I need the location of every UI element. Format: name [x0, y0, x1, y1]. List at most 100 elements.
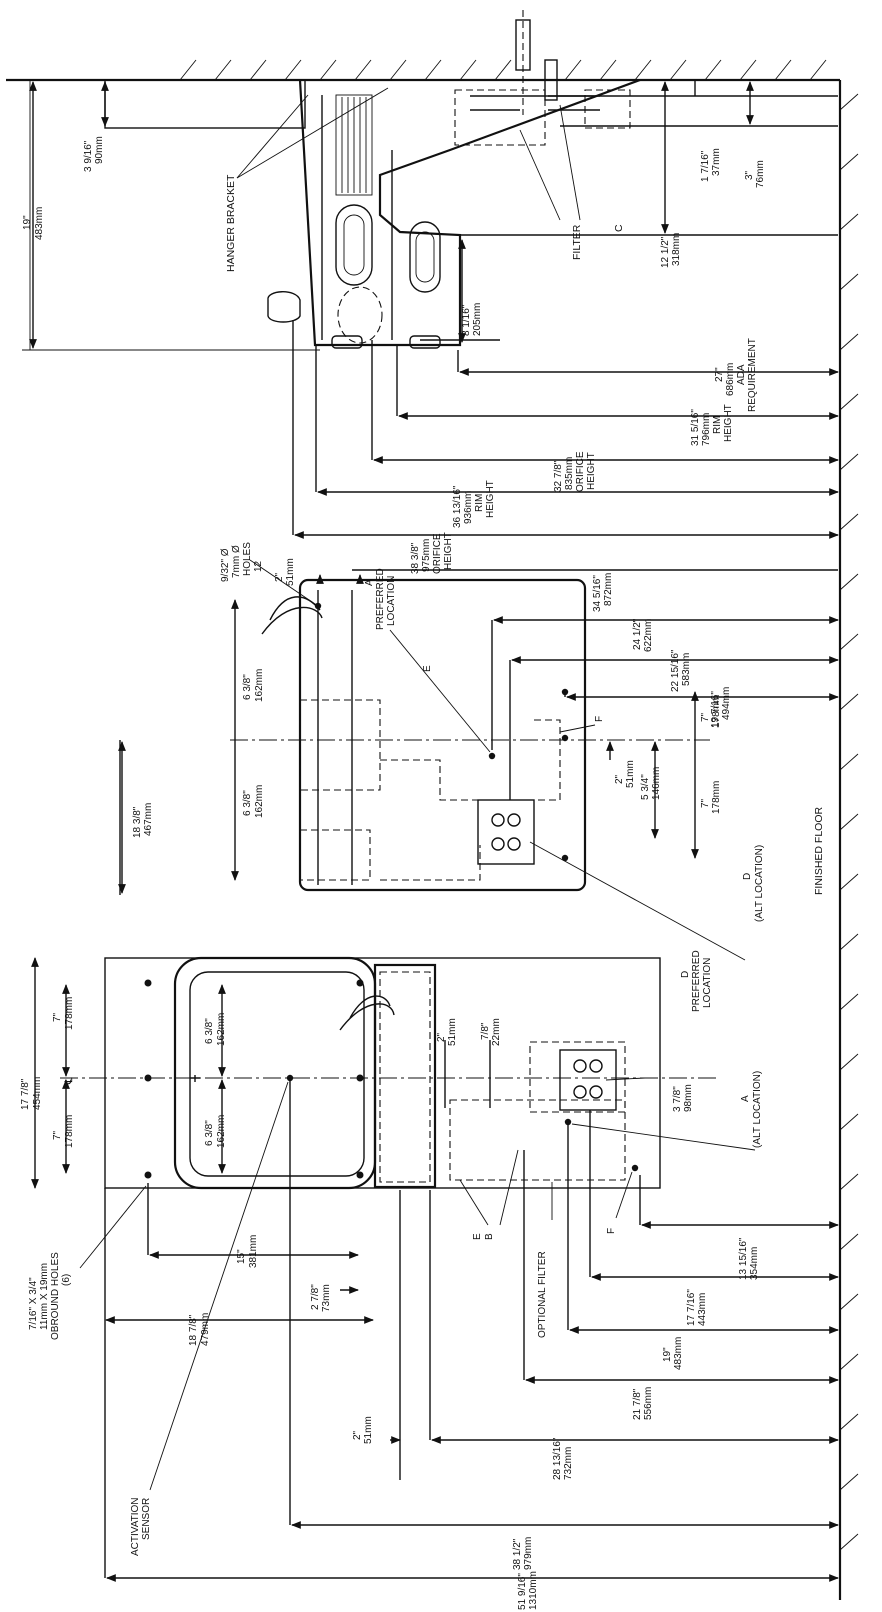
dim-38-12-met: 979mm [523, 1537, 534, 1570]
dim-3916-imp: 3 9/16" [83, 140, 94, 172]
dim-28-1316-met: 732mm [563, 1447, 574, 1480]
wall-line [6, 59, 840, 82]
dim-2-imp-top: 2" [274, 572, 285, 582]
label-d-pref-2: PREFERRED [691, 950, 702, 1012]
dim-7c-imp: 7" [52, 1012, 63, 1022]
label-e-front: E [472, 1233, 483, 1240]
label-centerline: ℄ [63, 1077, 75, 1085]
dim-17-78-imp: 17 7/8" [20, 1078, 31, 1110]
side-view-dim-text: 19" 483mm 3 9/16" 90mm 1 7/16" 37mm 3" 7… [22, 136, 766, 574]
dim-15-imp: 15" [236, 1249, 247, 1264]
dim-7a-imp: 7" [700, 712, 711, 722]
dim-38-38-note1: ORIFICE [432, 533, 443, 574]
label-obround-1: 7/16" X 3/4" [28, 1277, 39, 1330]
dim-6-38c-imp: 6 3/8" [204, 1018, 215, 1044]
label-a-alt-2: (ALT LOCATION) [752, 1071, 763, 1148]
section-view-text: 2" 51mm 34 5/16" 872mm 24 1/2" 622mm 22 … [132, 542, 765, 922]
dim-22-1516-imp: 22 15/16" [670, 649, 681, 692]
dim-17-16-met: 37mm [711, 148, 722, 176]
dim-19-716-imp: 19 7/16" [710, 691, 721, 728]
dim-28-1316-imp: 28 13/16" [552, 1437, 563, 1480]
dim-13-1516-imp: 13 15/16" [738, 1237, 749, 1280]
dim-17-16-imp: 1 7/16" [700, 150, 711, 182]
dim-15-met: 381mm [248, 1235, 259, 1268]
dim-27-note2: REQUIREMENT [747, 338, 758, 412]
dim-27-imp: 27" [714, 367, 725, 382]
label-obround-4: (6) [61, 1274, 72, 1286]
dim-19-bot-met: 483mm [673, 1337, 684, 1370]
dim-2-mid-met: 51mm [625, 760, 636, 788]
dim-7d-met: 178mm [64, 1115, 75, 1148]
label-activation-1: ACTIVATION [130, 1497, 141, 1556]
dim-31-516-note1: RIM [712, 416, 723, 434]
dim-36-1316-note1: RIM [474, 494, 485, 512]
dim-27-met: 686mm [725, 363, 736, 396]
dim-2-bot-imp: 2" [352, 1430, 363, 1440]
dim-7-8-imp: 7/8" [480, 1022, 491, 1040]
dim-51-916-imp: 51 9/16" [517, 1573, 528, 1610]
dim-8-116-met: 205mm [472, 303, 483, 336]
dim-38-12-imp: 38 1/2" [512, 1538, 523, 1570]
label-e-side: E [422, 665, 433, 672]
dim-2-met-top: 51mm [285, 558, 296, 586]
dim-7c-met: 178mm [64, 997, 75, 1030]
side-view-dimensions [22, 80, 839, 539]
dim-19-met-top: 483mm [34, 207, 45, 240]
label-b-front: B [484, 1233, 495, 1240]
dim-5-34-imp: 5 3/4" [640, 774, 651, 800]
dim-7a-met: 178mm [711, 695, 722, 728]
front-view-text: 17 7/8" 454mm 7" 178mm ℄ 7" 178mm 6 3/8"… [20, 950, 763, 1610]
dim-38-38-met: 975mm [421, 539, 432, 572]
dim-27-note1: ADA [736, 364, 747, 385]
finished-floor-line [838, 80, 859, 1600]
dim-17-78-met: 454mm [32, 1077, 43, 1110]
dim-3-78-imp: 3 7/8" [672, 1086, 683, 1112]
label-c: C [613, 224, 625, 232]
label-a-pref-2: PREFERRED [375, 568, 386, 630]
label-a-alt-1: A [740, 1095, 751, 1102]
label-holes-2: 7mm Ø [231, 545, 242, 578]
side-elevation-view [104, 10, 641, 349]
dim-18-38-met: 467mm [143, 803, 154, 836]
dim-6-38d-met: 162mm [216, 1115, 227, 1148]
dim-24-12-met: 622mm [643, 619, 654, 652]
label-obround-3: OBROUND HOLES [50, 1252, 61, 1340]
label-holes-3: HOLES [242, 542, 253, 576]
dim-19-bot-imp: 19" [662, 1347, 673, 1362]
dim-18-78-met: 479mm [200, 1313, 211, 1346]
dim-36-1316-note2: HEIGHT [485, 480, 496, 518]
dim-7d-imp: 7" [52, 1130, 63, 1140]
dim-19-imp-top: 19" [22, 215, 33, 230]
label-hanger-bracket: HANGER BRACKET [225, 174, 237, 272]
label-a-pref-1: A [364, 579, 375, 586]
dim-6-38b-met: 162mm [254, 785, 265, 818]
label-holes-1: 9/32" Ø [220, 548, 231, 582]
dim-17-716-met: 443mm [697, 1293, 708, 1326]
label-f-front: F [606, 1228, 617, 1234]
dim-21-78-met: 556mm [643, 1387, 654, 1420]
label-d-pref-1: D [680, 971, 691, 978]
side-section-view [118, 559, 839, 961]
dim-19-716-met: 494mm [721, 687, 732, 720]
dim-38-38-note2: HEIGHT [443, 532, 454, 570]
dim-6-38b-imp: 6 3/8" [242, 790, 253, 816]
dim-12-12-met: 318mm [671, 233, 682, 266]
dim-31-516-imp: 31 5/16" [690, 409, 701, 446]
dim-12-12-imp: 12 1/2" [660, 236, 671, 268]
dim-22-1516-met: 583mm [681, 653, 692, 686]
label-activation-2: SENSOR [141, 1498, 152, 1540]
dim-3916-met: 90mm [94, 136, 105, 164]
dim-7-8-met: 22mm [491, 1018, 502, 1046]
dim-51-916-met: 1310mm [528, 1571, 539, 1610]
dim-7b-imp: 7" [700, 798, 711, 808]
dim-6-38d-imp: 6 3/8" [204, 1120, 215, 1146]
dim-24-12-imp: 24 1/2" [632, 618, 643, 650]
label-d-alt-1: D [742, 873, 753, 880]
dim-6-38a-met: 162mm [254, 669, 265, 702]
dim-7b-met: 178mm [711, 781, 722, 814]
label-d-alt-2: (ALT LOCATION) [754, 845, 765, 922]
dim-36-1316-met: 936mm [463, 491, 474, 524]
dim-3-met: 76mm [755, 160, 766, 188]
dim-38-38-imp: 38 3/8" [410, 542, 421, 574]
front-elevation-view [31, 956, 839, 1582]
